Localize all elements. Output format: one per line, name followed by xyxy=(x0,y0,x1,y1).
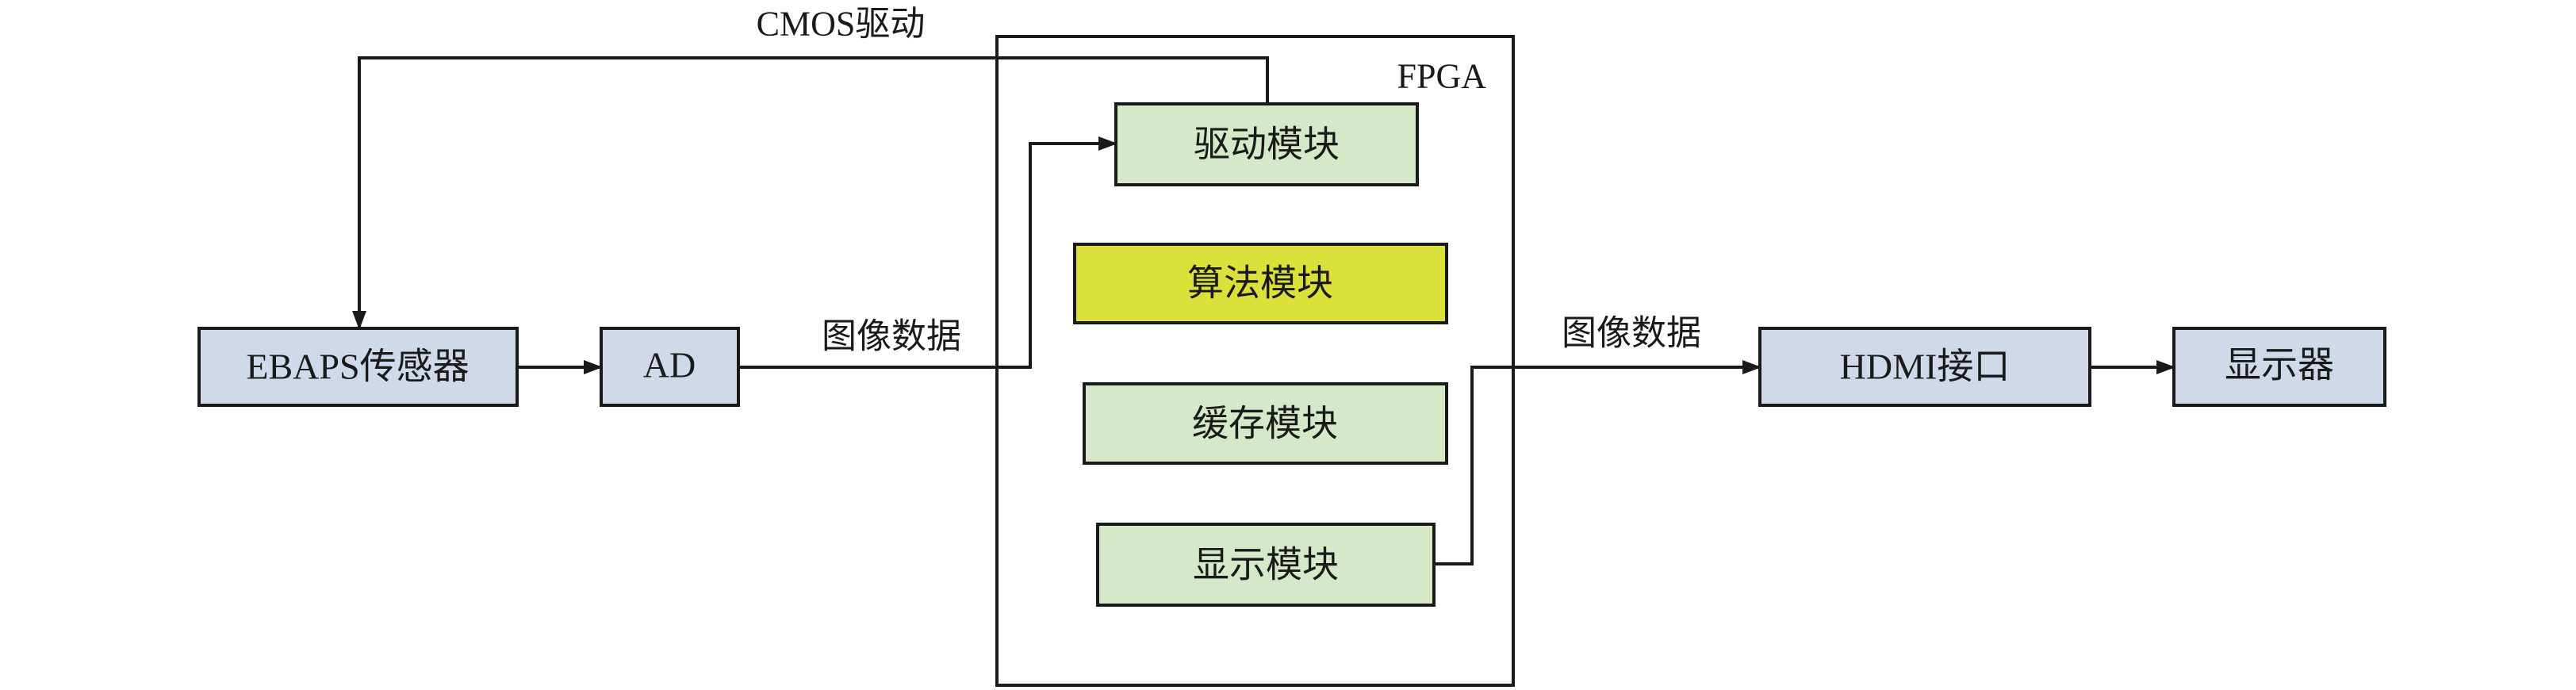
algorithm-module-box xyxy=(1073,243,1448,324)
cache-module-label: 缓存模块 xyxy=(1192,404,1338,444)
algorithm-module-label: 算法模块 xyxy=(1187,263,1333,304)
fpga-container xyxy=(995,35,1515,687)
ebaps-sensor-label: EBAPS传感器 xyxy=(246,347,469,387)
image-data-out-label: 图像数据 xyxy=(1562,314,1701,353)
ebaps-sensor-box xyxy=(197,327,519,407)
display-module-label: 显示模块 xyxy=(1193,545,1339,585)
cmos-drive-arrow xyxy=(352,56,1269,330)
cache-module-box xyxy=(1083,382,1448,465)
monitor-label: 显示器 xyxy=(2225,345,2334,385)
hdmi-interface-label: HDMI接口 xyxy=(1840,347,2011,387)
ad-to-drive-module-arrow xyxy=(738,136,1117,369)
cmos-drive-label: CMOS驱动 xyxy=(757,5,926,44)
drive-module-label: 驱动模块 xyxy=(1194,125,1340,165)
display-module-box xyxy=(1096,523,1436,607)
ad-label: AD xyxy=(643,345,696,385)
fpga-label: FPGA xyxy=(1397,57,1487,96)
display-module-to-hdmi-arrow xyxy=(1434,360,1761,565)
image-data-in-label: 图像数据 xyxy=(822,317,961,356)
